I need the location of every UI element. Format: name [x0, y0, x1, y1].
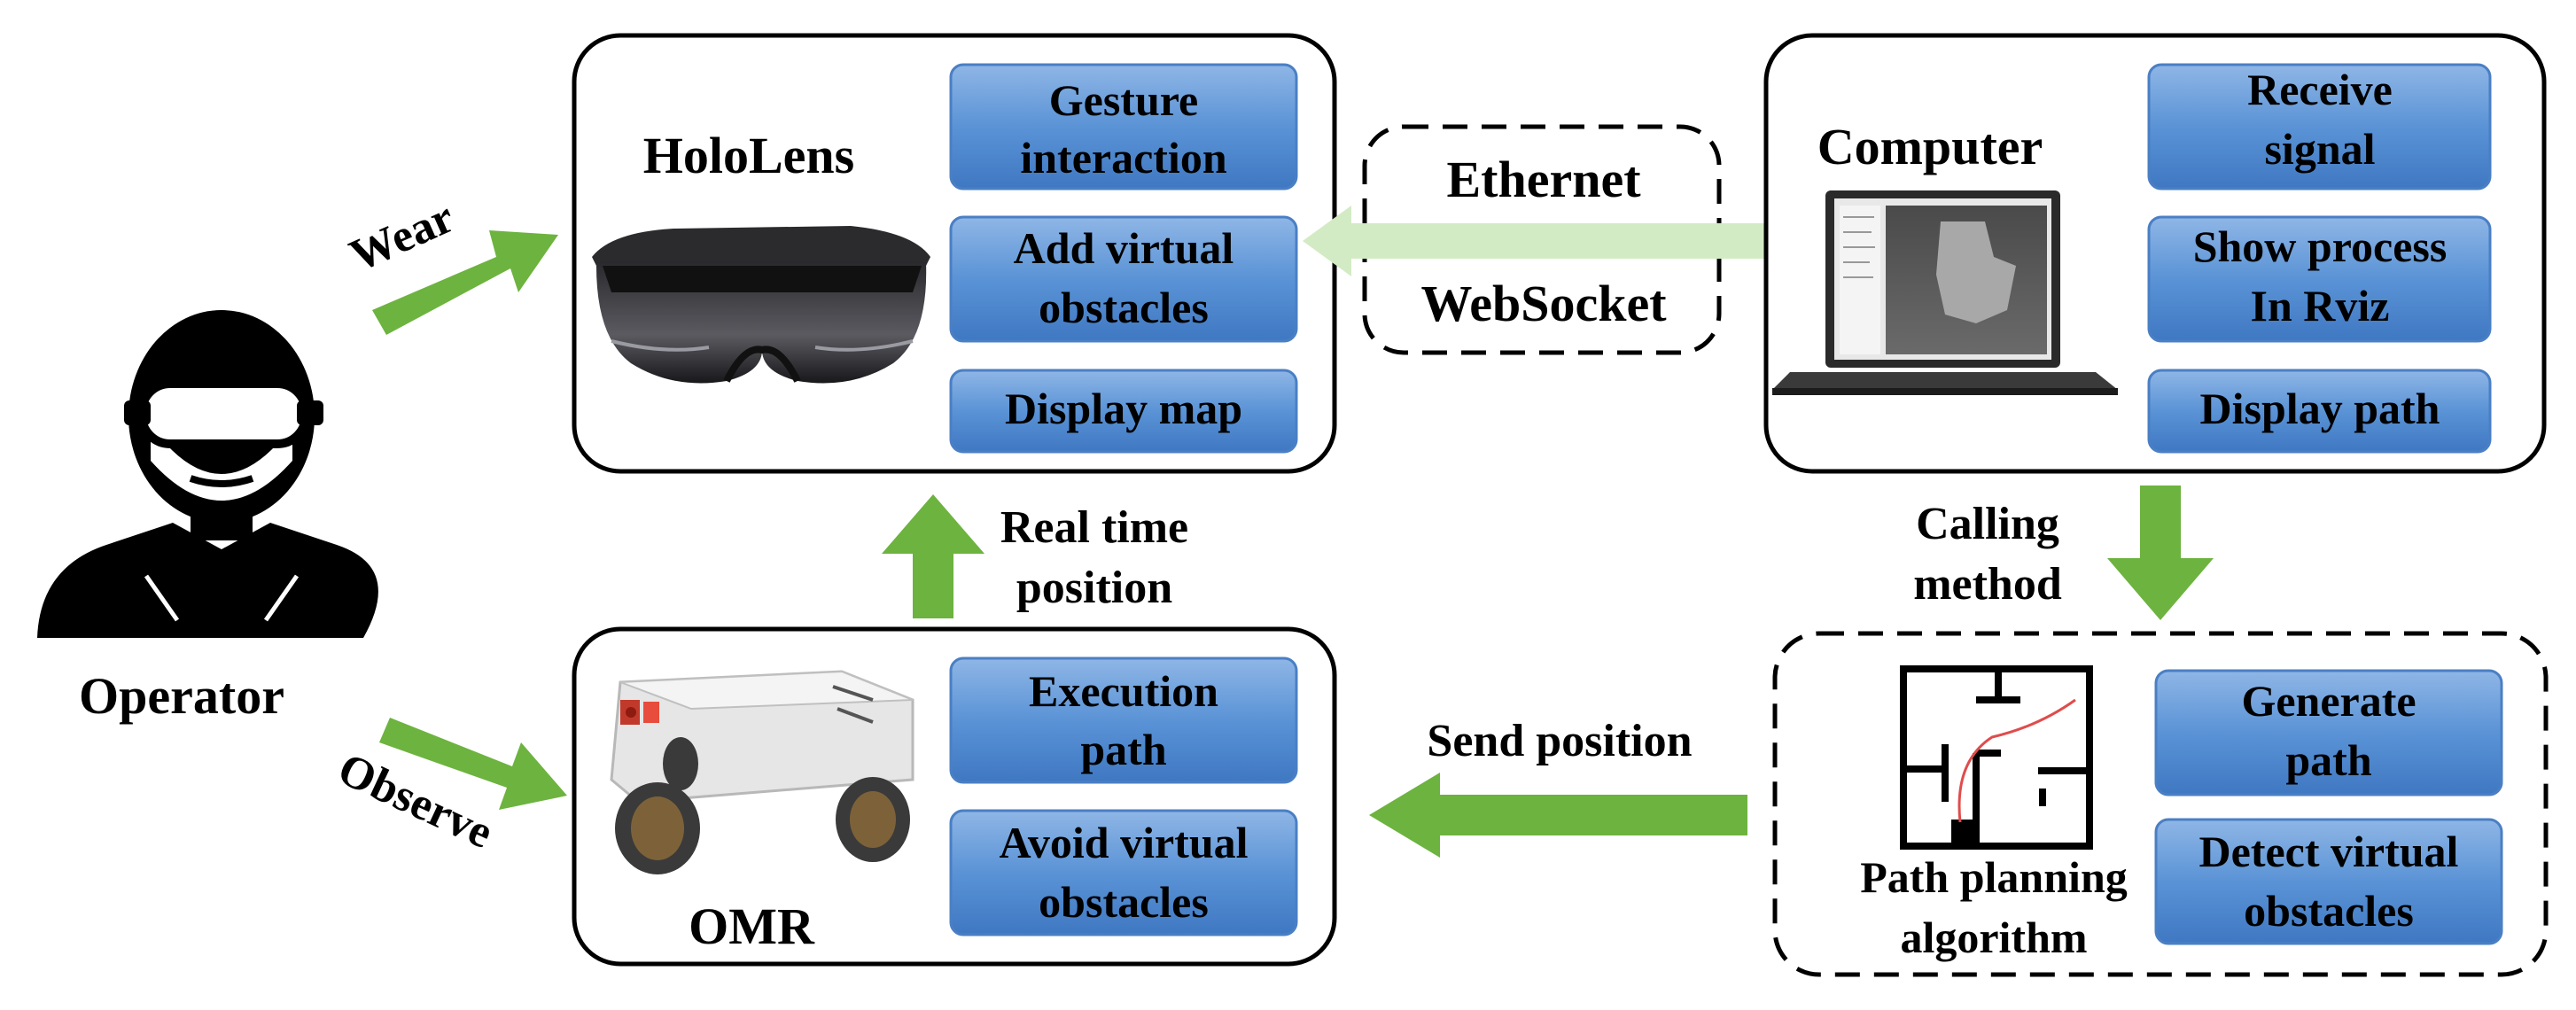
gesture-interaction-label-line1: Gesture: [1049, 75, 1198, 125]
add-virtual-obstacles-label-line2: obstacles: [1039, 283, 1209, 332]
show-process-label-line1: Show process: [2193, 221, 2448, 271]
ethernet-label: Ethernet: [1446, 151, 1641, 208]
omr-title: OMR: [689, 897, 815, 955]
display-path-button[interactable]: Display path: [2147, 369, 2492, 454]
generate-path-label-line2: path: [2285, 735, 2371, 785]
display-map-label: Display map: [1005, 384, 1242, 433]
websocket-label: WebSocket: [1420, 275, 1667, 332]
operator-label: Operator: [79, 667, 284, 725]
operator-icon: [37, 310, 378, 638]
send-position-label: Send position: [1427, 716, 1692, 766]
hololens-headset-image: [592, 226, 930, 384]
computer-title: Computer: [1817, 118, 2043, 175]
avoid-virtual-obstacles-button[interactable]: Avoid virtual obstacles: [949, 809, 1298, 936]
wear-label: Wear: [343, 192, 462, 282]
execution-path-button[interactable]: Execution path: [949, 656, 1298, 784]
avoid-virtual-obstacles-label-line2: obstacles: [1039, 877, 1209, 927]
display-path-label: Display path: [2200, 384, 2440, 433]
real-time-position-label-line1: Real time: [1000, 502, 1188, 553]
add-virtual-obstacles-label-line1: Add virtual: [1014, 223, 1234, 273]
gesture-interaction-label-line2: interaction: [1020, 133, 1226, 183]
bidirectional-link-arrow: [1303, 206, 1821, 276]
execution-path-label-line2: path: [1080, 725, 1166, 774]
hololens-title: HoloLens: [643, 127, 855, 184]
real-time-position-arrow: [882, 494, 984, 618]
add-virtual-obstacles-button[interactable]: Add virtual obstacles: [949, 215, 1298, 343]
show-process-label-line2: In Rviz: [2251, 281, 2390, 330]
wear-arrow: [372, 230, 558, 335]
path-planning-map-icon: [1900, 665, 2093, 850]
laptop-image: [1772, 190, 2118, 395]
receive-signal-label-line1: Receive: [2247, 65, 2393, 114]
gesture-interaction-button[interactable]: Gesture interaction: [949, 63, 1298, 190]
receive-signal-label-line2: signal: [2264, 124, 2375, 174]
path-planning-label-line1: Path planning: [1860, 852, 2128, 902]
real-time-position-label-line2: position: [1016, 563, 1172, 613]
show-process-rviz-button[interactable]: Show process In Rviz: [2147, 215, 2492, 343]
display-map-button[interactable]: Display map: [949, 369, 1298, 454]
calling-method-label-line1: Calling: [1916, 499, 2059, 549]
generate-path-label-line1: Generate: [2241, 676, 2416, 726]
generate-path-button[interactable]: Generate path: [2154, 669, 2503, 796]
avoid-virtual-obstacles-label-line1: Avoid virtual: [999, 818, 1248, 867]
observe-arrow: [379, 718, 567, 810]
receive-signal-button[interactable]: Receive signal: [2147, 63, 2492, 190]
detect-virtual-obstacles-label-line1: Detect virtual: [2199, 827, 2459, 876]
execution-path-label-line1: Execution: [1029, 666, 1218, 716]
detect-virtual-obstacles-label-line2: obstacles: [2244, 886, 2414, 936]
send-position-arrow: [1369, 773, 1747, 858]
calling-method-label-line2: method: [1913, 559, 2062, 610]
path-planning-label-line2: algorithm: [1900, 913, 2087, 962]
detect-virtual-obstacles-button[interactable]: Detect virtual obstacles: [2154, 818, 2503, 945]
omr-robot-image: [610, 670, 914, 874]
calling-method-arrow: [2107, 486, 2214, 620]
